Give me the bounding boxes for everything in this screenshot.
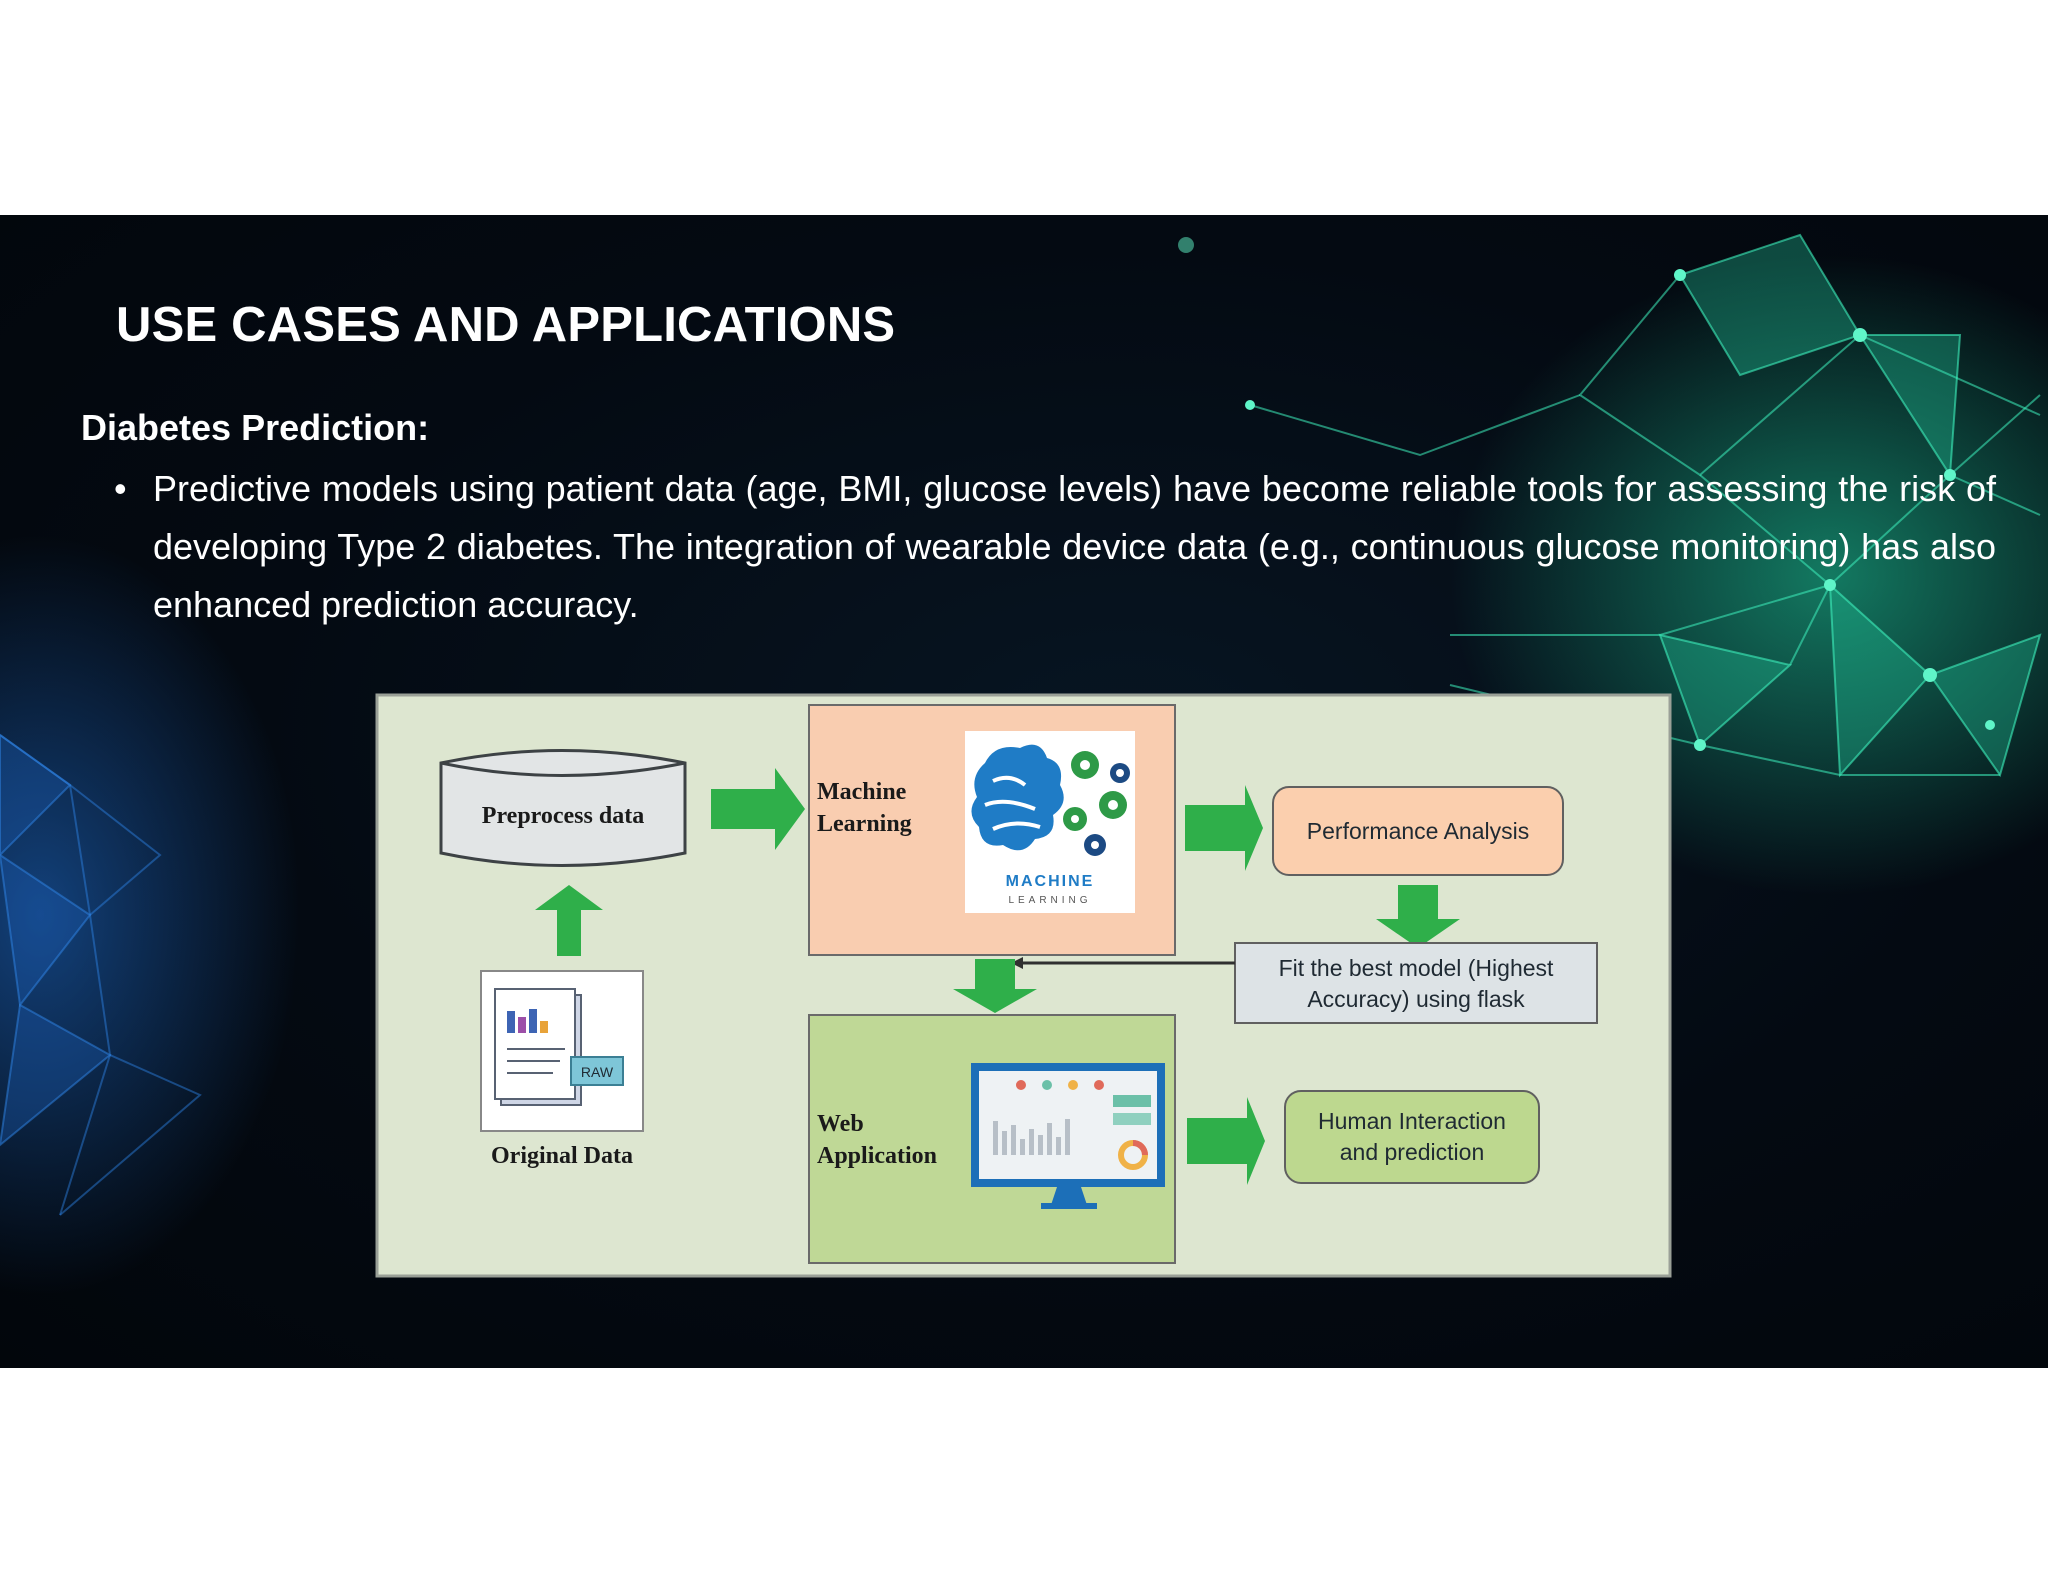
bullet-item: • Predictive models using patient data (… bbox=[114, 460, 1996, 634]
arrow-down-icon bbox=[953, 959, 1037, 1013]
ml-label-line1: Machine bbox=[817, 779, 907, 805]
connector-arrowhead-icon bbox=[1011, 957, 1023, 969]
bullet-list: • Predictive models using patient data (… bbox=[114, 460, 1996, 634]
ml-label-line2: Learning bbox=[817, 811, 912, 837]
raw-badge: RAW bbox=[581, 1064, 614, 1080]
arrow-right-icon bbox=[1187, 1097, 1265, 1185]
web-application-node: Web Application bbox=[808, 1014, 1176, 1264]
arrow-up-icon bbox=[535, 885, 603, 956]
machine-learning-node: Machine Learning bbox=[808, 704, 1176, 956]
preprocess-label: Preprocess data bbox=[482, 803, 644, 829]
web-app-line1: Web bbox=[817, 1111, 864, 1137]
machine-learning-logo-icon: MACHINE LEARNING bbox=[965, 731, 1135, 913]
human-line2: and prediction bbox=[1340, 1139, 1485, 1165]
arrow-down-icon bbox=[1376, 885, 1460, 948]
monitor-dashboard-icon bbox=[971, 1063, 1165, 1209]
slide-title: USE CASES AND APPLICATIONS bbox=[116, 298, 896, 352]
human-line1: Human Interaction bbox=[1318, 1108, 1506, 1134]
ml-logo-line2: LEARNING bbox=[1008, 895, 1091, 906]
web-app-line2: Application bbox=[817, 1143, 937, 1169]
arrow-right-icon bbox=[711, 768, 805, 850]
fit-best-model-node: Fit the best model (Highest Accuracy) us… bbox=[1234, 942, 1598, 1024]
arrow-right-icon bbox=[1185, 785, 1263, 871]
original-data-node: RAW Original Data bbox=[480, 970, 644, 1169]
section-heading: Diabetes Prediction: bbox=[81, 407, 430, 448]
workflow-diagram: Preprocess data RAW Original Data bbox=[375, 693, 1672, 1278]
performance-label: Performance Analysis bbox=[1307, 818, 1529, 844]
performance-analysis-node: Performance Analysis bbox=[1272, 786, 1564, 876]
original-data-label: Original Data bbox=[491, 1143, 633, 1169]
fit-model-line1: Fit the best model (Highest bbox=[1279, 955, 1554, 981]
bullet-marker: • bbox=[114, 468, 127, 509]
preprocess-data-node: Preprocess data bbox=[439, 749, 687, 867]
slide: USE CASES AND APPLICATIONS Diabetes Pred… bbox=[0, 215, 2048, 1368]
human-interaction-node: Human Interaction and prediction bbox=[1284, 1090, 1540, 1184]
fit-model-line2: Accuracy) using flask bbox=[1307, 986, 1525, 1012]
ml-logo-line1: MACHINE bbox=[1006, 873, 1095, 890]
bullet-text: Predictive models using patient data (ag… bbox=[153, 468, 1996, 625]
